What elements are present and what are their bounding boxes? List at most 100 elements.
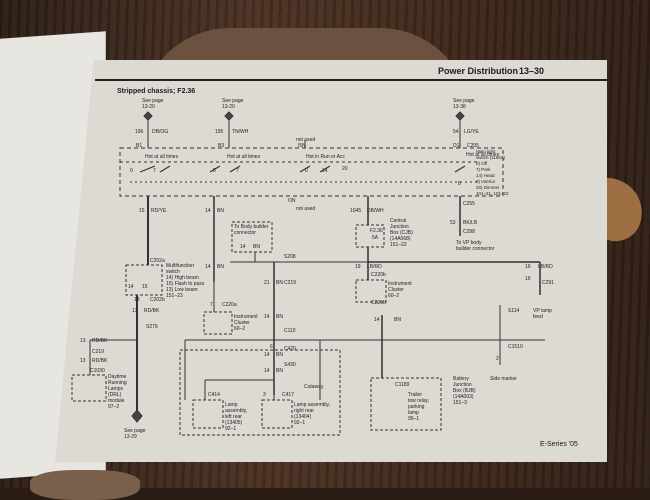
wire-14a-color: BN bbox=[217, 208, 224, 214]
pin-b1: B1 bbox=[136, 143, 142, 149]
wire-13a-color: RD/BK bbox=[92, 338, 108, 344]
wiring-diagram: See page 13-20 196 DB/OG See page 13-20 … bbox=[71, 98, 554, 440]
wire-13b-num: 13 bbox=[80, 358, 86, 364]
hot-run-label: Hot in Run or Acc bbox=[306, 154, 345, 160]
wire-19-color: LB/RD bbox=[367, 264, 382, 270]
right-lamp-box bbox=[261, 399, 293, 429]
lamp-right-2: right rear bbox=[294, 408, 314, 414]
top-ref-2-color: TN/WH bbox=[232, 129, 249, 135]
conn-c219: C219 bbox=[284, 280, 296, 286]
wire-3: 3 bbox=[263, 392, 266, 398]
ic2-1: Instrument bbox=[388, 281, 412, 287]
splice-s279: S279 bbox=[146, 324, 158, 330]
wire-7: 7 bbox=[210, 302, 213, 308]
cjb-5: 151–22 bbox=[390, 242, 407, 248]
main-light-switch-text: Main light switch (11654) 0) Off 7) Park… bbox=[476, 149, 509, 196]
mls-line-5: 14) Head bbox=[476, 173, 495, 178]
trailer-3: parking bbox=[408, 404, 425, 410]
conn-c298: C298 bbox=[463, 229, 475, 235]
conn-c255: C255 bbox=[463, 201, 475, 207]
trailer-2: tow relay, bbox=[408, 398, 429, 404]
wire-14g-color: BN bbox=[276, 368, 283, 374]
wire-19-num: 19 bbox=[355, 264, 361, 270]
mls-line-1: Main light bbox=[476, 149, 496, 154]
top-ref-1-see: See page bbox=[142, 98, 164, 104]
top-ref-2-circuit: 195 bbox=[215, 129, 224, 135]
drl-5: module bbox=[108, 398, 125, 404]
lamp-left-2: assembly, bbox=[225, 408, 247, 414]
mfs-4: 15) Flash to pass bbox=[166, 281, 205, 287]
to-vp-2: builder connector bbox=[456, 246, 495, 252]
wire-14f-color: BN bbox=[276, 352, 283, 358]
wire-14e-num: 14 bbox=[374, 317, 380, 323]
drl-module-box bbox=[71, 374, 107, 402]
battery-junction-box bbox=[370, 377, 442, 431]
to-vp-1: To VP body bbox=[456, 240, 482, 246]
conn-c220a: C220a bbox=[222, 302, 237, 308]
on-label: ON bbox=[288, 198, 296, 204]
splice-s208: S208 bbox=[284, 254, 296, 260]
drl-6: 97–2 bbox=[108, 404, 119, 410]
lamp-right-3: (13404) bbox=[294, 414, 312, 420]
top-ref-2-see: See page bbox=[222, 98, 244, 104]
conn-c202b: C202b bbox=[150, 297, 165, 303]
switch-pos-14: 14 bbox=[322, 168, 328, 174]
main-light-switch-box bbox=[119, 147, 504, 197]
pin-14: 14 bbox=[128, 284, 134, 290]
lamp-left-4: (13405) bbox=[225, 420, 243, 426]
cutaway-box bbox=[179, 349, 341, 436]
cjb-4: (14A068) bbox=[390, 236, 411, 242]
hot-label-2: Hot at all times bbox=[227, 154, 261, 160]
not-used-1: not used bbox=[296, 137, 315, 143]
switch-pos-0b: 0 bbox=[213, 168, 216, 174]
multifunction-switch-box bbox=[125, 264, 163, 296]
see-bottom-2: 13-29 bbox=[124, 434, 137, 440]
pin-i5n: I5N bbox=[298, 143, 306, 149]
conn-c110: C110 bbox=[284, 328, 296, 334]
vp-lamp-1: VP lamp bbox=[533, 308, 552, 314]
wire-21-color: BN bbox=[276, 280, 283, 286]
fuse-name: F2.36 bbox=[370, 228, 383, 234]
body-builder-2: connector bbox=[234, 230, 256, 236]
ic2-3: 60–2 bbox=[388, 293, 399, 299]
bjb-1: Battery bbox=[453, 376, 469, 382]
wire-14f-num: 14 bbox=[264, 352, 270, 358]
cutaway-label: Cutaway bbox=[304, 384, 324, 390]
ic1-3: 60–2 bbox=[234, 326, 245, 332]
lamp-left-5: 92–1 bbox=[225, 426, 236, 432]
page-footer: E-Series '05 bbox=[540, 441, 578, 448]
pin-15: 15 bbox=[142, 284, 148, 290]
conn-c417: C417 bbox=[282, 392, 294, 398]
fuse-amps: 5A bbox=[372, 235, 379, 241]
cjb-2: Junction bbox=[390, 224, 409, 230]
conn-c414: C414 bbox=[208, 392, 220, 398]
splice-s430: S430 bbox=[284, 362, 296, 368]
drl-4: (DRL) bbox=[108, 392, 122, 398]
ic1-1: Instrument bbox=[234, 314, 258, 320]
wire-14c-num: 14 bbox=[205, 264, 211, 270]
hot-label-3: Hot at all times bbox=[466, 152, 500, 158]
wire-13a-num: 13 bbox=[80, 338, 86, 344]
mfs-2: switch bbox=[166, 269, 180, 275]
top-ref-3-color: LG/YE bbox=[464, 129, 479, 135]
mls-line-3: 0) Off bbox=[476, 161, 488, 166]
conn-c202a: C202a bbox=[150, 258, 165, 264]
cjb-1: Central bbox=[390, 218, 406, 224]
wire-2: 2 bbox=[496, 356, 499, 362]
ic1-2: Cluster bbox=[234, 320, 250, 326]
wire-14b-color: BN bbox=[253, 244, 260, 250]
wire-14a-num: 14 bbox=[205, 208, 211, 214]
wire-6: 6 bbox=[270, 344, 273, 350]
body-builder-1: To Body builder bbox=[234, 224, 269, 230]
top-ref-arrow-3 bbox=[455, 111, 465, 121]
wire-53-color: BK/LB bbox=[463, 220, 478, 226]
conn-c220b-2: C220b bbox=[371, 300, 386, 306]
wire-19c-num: 19 bbox=[525, 276, 531, 282]
bjb-3: Box (BJB) bbox=[453, 388, 476, 394]
wire-53-num: 53 bbox=[450, 220, 456, 226]
mls-line-2: switch (11654) bbox=[476, 155, 505, 160]
wire-14g-num: 14 bbox=[264, 368, 270, 374]
page-number: 13–30 bbox=[519, 66, 545, 76]
wire-1045-num: 1045 bbox=[350, 208, 361, 214]
